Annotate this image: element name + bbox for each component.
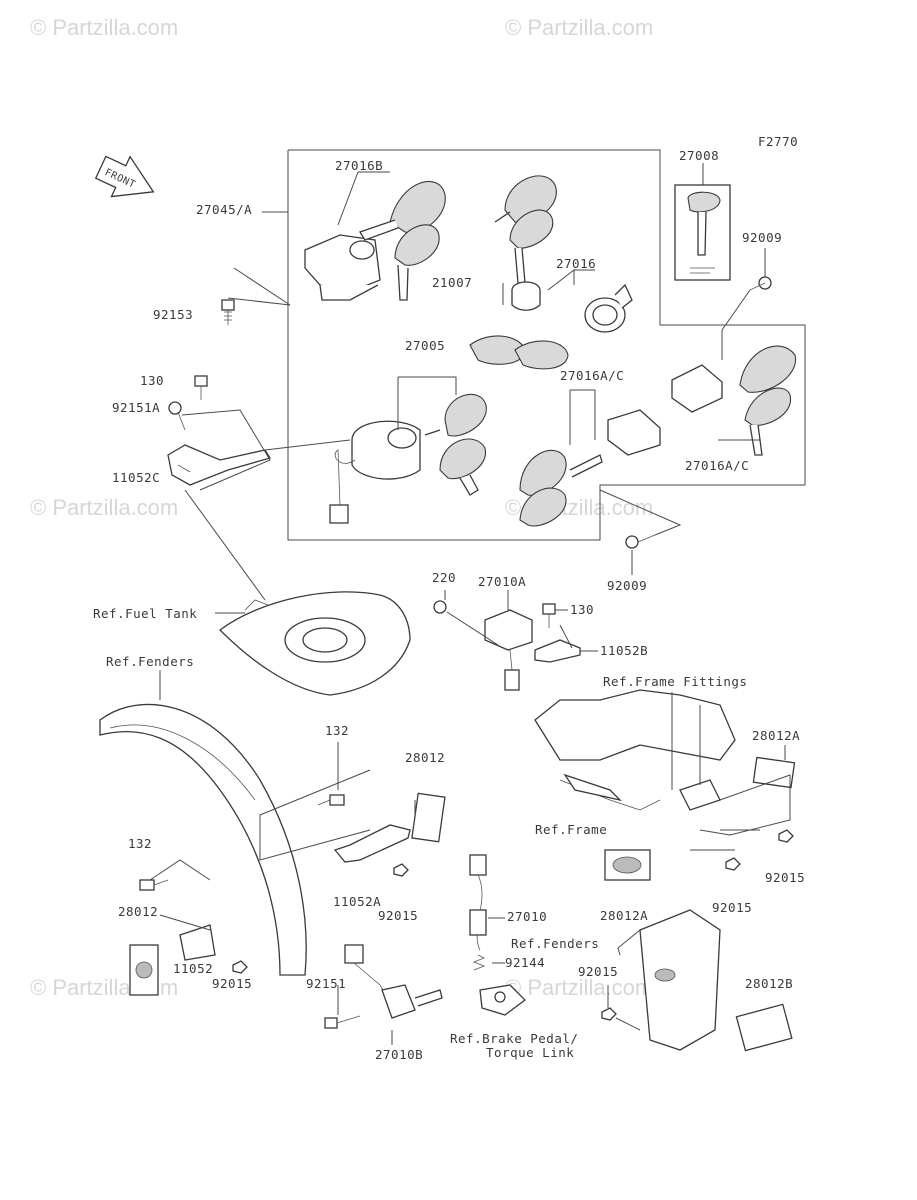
label-132-top: 132 bbox=[325, 723, 349, 738]
watermark-mid-left: © Partzilla.com bbox=[30, 495, 178, 520]
label-92144: 92144 bbox=[505, 955, 545, 970]
watermark-top-right: © Partzilla.com bbox=[505, 15, 653, 40]
watermark-top-left: © Partzilla.com bbox=[30, 15, 178, 40]
label-130-left: 130 bbox=[140, 373, 164, 388]
kit-bracket-lines bbox=[262, 149, 806, 541]
switch-housing-27045 bbox=[304, 234, 381, 301]
label-28012-top: 28012 bbox=[405, 750, 445, 765]
keys-27016AC-mid-icon bbox=[519, 409, 661, 527]
label-ref-fenders-right: Ref.Fenders bbox=[511, 936, 599, 951]
label-92015-mid: 92015 bbox=[378, 908, 418, 923]
keys-27005-icon bbox=[424, 393, 487, 496]
bolt-132-bottom-icon bbox=[139, 879, 169, 891]
screw-220-icon bbox=[433, 600, 447, 614]
label-28012B: 28012B bbox=[745, 976, 793, 991]
label-92151A: 92151A bbox=[112, 400, 160, 415]
spring-92144-icon bbox=[472, 954, 486, 971]
label-torque-link: Torque Link bbox=[486, 1045, 574, 1060]
label-28012-left: 28012 bbox=[118, 904, 158, 919]
label-ref-frame-fittings: Ref.Frame Fittings bbox=[603, 674, 747, 689]
label-92009-top: 92009 bbox=[742, 230, 782, 245]
label-27016B: 27016B bbox=[335, 158, 383, 173]
label-27010B: 27010B bbox=[375, 1047, 423, 1062]
label-ref-fenders-left: Ref.Fenders bbox=[106, 654, 194, 669]
bolt-130-left-icon bbox=[194, 375, 208, 400]
screw-92009-top-icon bbox=[749, 276, 772, 291]
label-27010A: 27010A bbox=[478, 574, 526, 589]
label-27016AC-mid: 27016A/C bbox=[560, 368, 624, 383]
bracket-11052C-icon bbox=[167, 444, 272, 486]
bracket-11052B-icon bbox=[534, 639, 581, 663]
nut-92015-mid-icon bbox=[393, 863, 409, 877]
switch-27010-icon bbox=[469, 854, 487, 951]
nut-92015-rc-icon bbox=[778, 829, 794, 843]
nut-92015-lower-icon bbox=[725, 857, 741, 871]
label-92015-lower: 92015 bbox=[578, 964, 618, 979]
label-92151: 92151 bbox=[306, 976, 346, 991]
key-card-27008-icon bbox=[674, 184, 731, 281]
ignition-switch-27005-icon bbox=[329, 420, 421, 524]
bracket-11052A-icon bbox=[333, 824, 411, 863]
label-132-bottom: 132 bbox=[128, 836, 152, 851]
reflector-28012-top-icon bbox=[411, 792, 446, 843]
label-220: 220 bbox=[432, 570, 456, 585]
label-130-right: 130 bbox=[570, 602, 594, 617]
front-arrow-icon: FRONT bbox=[94, 155, 155, 198]
label-27008: 27008 bbox=[679, 148, 719, 163]
rear-frame-icon bbox=[534, 689, 736, 811]
keys-27016AC-right-icon bbox=[671, 345, 796, 456]
label-92015-far: 92015 bbox=[765, 870, 805, 885]
torque-link-icon bbox=[479, 984, 526, 1016]
key-cylinder-21007-icon bbox=[511, 281, 541, 311]
lock-27016-icon bbox=[584, 283, 633, 333]
figure-code: F2770 bbox=[758, 134, 798, 149]
reflector-28012-left-icon bbox=[129, 944, 159, 996]
screw-92151A-icon bbox=[168, 401, 186, 431]
label-92009-bottom: 92009 bbox=[607, 578, 647, 593]
reflector-28012B-icon bbox=[735, 1003, 793, 1052]
nut-92015-far-icon bbox=[232, 960, 248, 974]
reflector-28012A-right-icon bbox=[752, 756, 796, 789]
front-fender-icon bbox=[99, 703, 307, 976]
nut-92015-left-icon bbox=[601, 1007, 617, 1021]
reflector-28012A-bottom-icon bbox=[604, 849, 651, 881]
label-11052C: 11052C bbox=[112, 470, 160, 485]
label-27045A: 27045/A bbox=[196, 202, 252, 217]
label-ref-brake-pedal: Ref.Brake Pedal/ bbox=[450, 1031, 578, 1046]
bolt-132-top-icon bbox=[317, 794, 345, 806]
label-28012A-bottom: 28012A bbox=[600, 908, 648, 923]
label-ref-frame: Ref.Frame bbox=[535, 822, 607, 837]
watermark-bottom-right: © Partzilla.com bbox=[505, 975, 653, 1000]
label-92015-left: 92015 bbox=[212, 976, 252, 991]
bolt-130-right-icon bbox=[542, 603, 556, 628]
label-27016AC-right: 27016A/C bbox=[685, 458, 749, 473]
label-ref-fuel-tank: Ref.Fuel Tank bbox=[93, 606, 197, 621]
label-28012A-right: 28012A bbox=[752, 728, 800, 743]
label-11052A: 11052A bbox=[333, 894, 381, 909]
label-27016: 27016 bbox=[556, 256, 596, 271]
label-11052: 11052 bbox=[173, 961, 213, 976]
label-11052B: 11052B bbox=[600, 643, 648, 658]
key-27016B-icon bbox=[359, 180, 446, 301]
bracket-11052-icon bbox=[179, 924, 216, 961]
keys-27016-icon bbox=[469, 175, 569, 370]
switch-27010B-icon bbox=[344, 944, 443, 1019]
rear-fender-icon bbox=[639, 909, 721, 1051]
screw-92009-bottom-icon bbox=[625, 534, 656, 549]
fuel-tank-icon bbox=[219, 591, 411, 696]
bolt-92151-icon bbox=[324, 1015, 361, 1029]
switch-27010A-icon bbox=[484, 609, 533, 691]
label-92153: 92153 bbox=[153, 307, 193, 322]
label-27005: 27005 bbox=[405, 338, 445, 353]
label-92015-rc: 92015 bbox=[712, 900, 752, 915]
label-21007: 21007 bbox=[432, 275, 472, 290]
label-27010: 27010 bbox=[507, 909, 547, 924]
bolt-92153-icon bbox=[221, 299, 235, 325]
